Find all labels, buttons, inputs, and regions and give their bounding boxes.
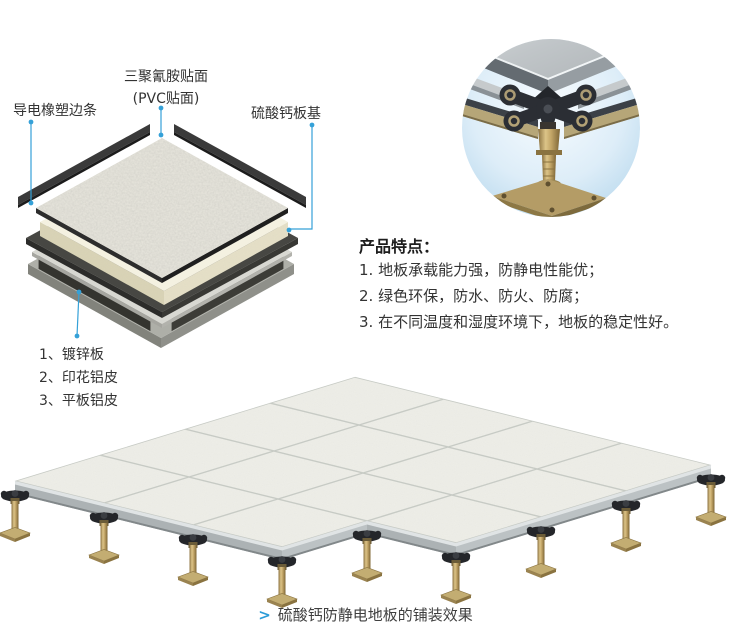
layer-list-item-1: 1、镀锌板 <box>39 347 104 363</box>
layer-list-item-3: 3、平板铝皮 <box>39 393 118 409</box>
features-title: 产品特点： <box>359 237 440 256</box>
floor-caption: > 硫酸钙防静电地板的铺装效果 <box>0 604 731 625</box>
leader-lines <box>28 105 315 339</box>
caption-arrow: > <box>258 606 271 624</box>
feature-item-3: 3. 在不同温度和湿度环境下，地板的稳定性好。 <box>359 313 679 331</box>
pedestal-photo <box>462 39 640 217</box>
feature-item-1: 1. 地板承载能力强，防静电性能优； <box>359 261 604 279</box>
label-top-line2: (PVC贴面) <box>132 91 200 107</box>
label-edge-strip: 导电橡塑边条 <box>13 103 97 119</box>
label-top-surface: 三聚氰胺贴面 (PVC贴面) <box>66 66 266 110</box>
label-base-board: 硫酸钙板基 <box>251 106 321 122</box>
layer-list-item-2: 2、印花铝皮 <box>39 370 118 386</box>
exploded-panel-diagram <box>18 124 306 348</box>
caption-text: 硫酸钙防静电地板的铺装效果 <box>277 606 473 624</box>
feature-item-2: 2. 绿色环保，防水、防火、防腐； <box>359 287 589 305</box>
label-top-line1: 三聚氰胺贴面 <box>124 69 208 85</box>
